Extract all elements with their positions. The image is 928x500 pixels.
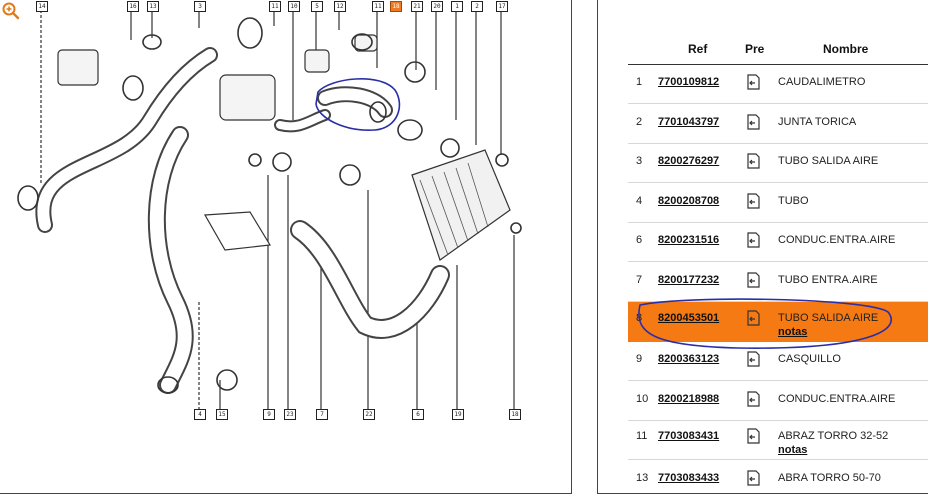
callout-top-10[interactable]: 10: [288, 1, 300, 12]
callout-top-12[interactable]: 12: [334, 1, 346, 12]
table-row[interactable]: 1 7700109812 CAUDALIMETRO: [628, 64, 928, 104]
add-to-cart-icon[interactable]: [745, 390, 761, 408]
callout-top-1[interactable]: 1: [451, 1, 463, 12]
part-ref-link[interactable]: 7703083433: [658, 472, 720, 484]
add-to-cart-icon[interactable]: [745, 192, 761, 210]
table-row[interactable]: 4 8200208708 TUBO: [628, 183, 928, 223]
callout-bottom-15[interactable]: 15: [216, 409, 228, 420]
part-name: JUNTA TORICA: [778, 115, 857, 128]
row-index: 4: [636, 194, 643, 207]
add-to-cart-icon[interactable]: [745, 309, 761, 327]
row-index: 13: [636, 472, 649, 484]
part-ref-link[interactable]: 8200276297: [658, 155, 720, 168]
part-name: TUBO ENTRA.AIRE: [778, 274, 878, 286]
table-row[interactable]: 7 8200177232 TUBO ENTRA.AIRE: [628, 262, 928, 302]
add-to-cart-icon[interactable]: [745, 152, 761, 170]
part-ref-link[interactable]: 8200231516: [658, 234, 720, 247]
row-index: 10: [636, 392, 649, 405]
exploded-parts-diagram: [17, 10, 522, 410]
table-row[interactable]: 6 8200231516 CONDUC.ENTRA.AIRE: [628, 222, 928, 263]
part-ref-link[interactable]: 7701043797: [658, 115, 720, 128]
column-header-nombre[interactable]: Nombre: [823, 42, 869, 56]
callout-bottom-19[interactable]: 19: [452, 409, 464, 420]
callout-top-14[interactable]: 14: [36, 1, 48, 12]
add-to-cart-icon[interactable]: [745, 271, 761, 289]
part-name: TUBO SALIDA AIRE: [778, 311, 879, 324]
column-header-pre[interactable]: Pre: [745, 42, 765, 56]
parts-list-panel: Ref Pre Nombre 1 7700109812 CAUDALIMETRO 2 7…: [597, 0, 928, 494]
callout-top-11[interactable]: 11: [372, 1, 384, 12]
callout-top-13[interactable]: 13: [147, 1, 159, 12]
callout-bottom-22[interactable]: 22: [363, 409, 375, 420]
callout-bottom-23[interactable]: 23: [284, 409, 296, 420]
callout-bottom-6[interactable]: 6: [412, 409, 424, 420]
add-to-cart-icon[interactable]: [745, 469, 761, 487]
part-ref-link[interactable]: 8200363123: [658, 353, 720, 366]
add-to-cart-icon[interactable]: [745, 73, 761, 91]
callout-top-2[interactable]: 2: [471, 1, 483, 12]
table-header: Ref Pre Nombre: [628, 38, 928, 65]
callout-top-16[interactable]: 16: [127, 1, 139, 12]
add-to-cart-icon[interactable]: [745, 113, 761, 131]
part-ref-link[interactable]: 8200208708: [658, 194, 720, 207]
row-index: 7: [636, 274, 643, 286]
part-ref-link[interactable]: 8200453501: [658, 311, 720, 324]
row-index: 8: [636, 311, 643, 324]
part-name: CASQUILLO: [778, 353, 841, 366]
part-ref-link[interactable]: 7703083431: [658, 430, 720, 443]
callout-top-17[interactable]: 17: [496, 1, 508, 12]
part-name: CAUDALIMETRO: [778, 76, 866, 88]
row-index: 3: [636, 155, 643, 168]
callout-top-5[interactable]: 5: [311, 1, 323, 12]
part-name: ABRA TORRO 50-70: [778, 472, 881, 484]
notes-link[interactable]: notas: [778, 444, 808, 457]
part-ref-link[interactable]: 7700109812: [658, 76, 720, 88]
part-ref-link[interactable]: 8200218988: [658, 392, 720, 405]
column-header-ref[interactable]: Ref: [688, 42, 708, 56]
part-name: CONDUC.ENTRA.AIRE: [778, 234, 896, 247]
part-name: ABRAZ TORRO 32-52: [778, 430, 889, 443]
row-index: 11: [636, 430, 648, 443]
part-name: CONDUC.ENTRA.AIRE: [778, 392, 896, 405]
callout-bottom-9[interactable]: 9: [263, 409, 275, 420]
callout-bottom-7[interactable]: 7: [316, 409, 328, 420]
callout-bottom-4[interactable]: 4: [194, 409, 206, 420]
part-ref-link[interactable]: 8200177232: [658, 274, 720, 286]
row-index: 2: [636, 115, 643, 128]
add-to-cart-icon[interactable]: [745, 427, 761, 445]
table-row[interactable]: 2 7701043797 JUNTA TORICA: [628, 104, 928, 144]
table-row[interactable]: 10 8200218988 CONDUC.ENTRA.AIRE: [628, 381, 928, 421]
callout-top-20[interactable]: 20: [431, 1, 443, 12]
callout-top-21[interactable]: 21: [411, 1, 423, 12]
notes-link[interactable]: notas: [778, 325, 808, 338]
part-name: TUBO: [778, 194, 809, 207]
table-row[interactable]: 13 7703083433 ABRA TORRO 50-70: [628, 460, 928, 493]
table-row[interactable]: 3 8200276297 TUBO SALIDA AIRE: [628, 143, 928, 184]
row-index: 9: [636, 353, 643, 366]
callout-top-3[interactable]: 3: [194, 1, 206, 12]
add-to-cart-icon[interactable]: [745, 231, 761, 249]
part-name: TUBO SALIDA AIRE: [778, 155, 879, 168]
callout-top-18[interactable]: 18: [390, 1, 402, 12]
row-index: 6: [636, 234, 643, 247]
table-row[interactable]: 9 8200363123 CASQUILLO: [628, 341, 928, 382]
callout-top-11[interactable]: 11: [269, 1, 281, 12]
add-to-cart-icon[interactable]: [745, 350, 761, 368]
callout-bottom-18[interactable]: 18: [509, 409, 521, 420]
zoom-in-icon[interactable]: [2, 2, 20, 20]
row-index: 1: [636, 76, 643, 88]
